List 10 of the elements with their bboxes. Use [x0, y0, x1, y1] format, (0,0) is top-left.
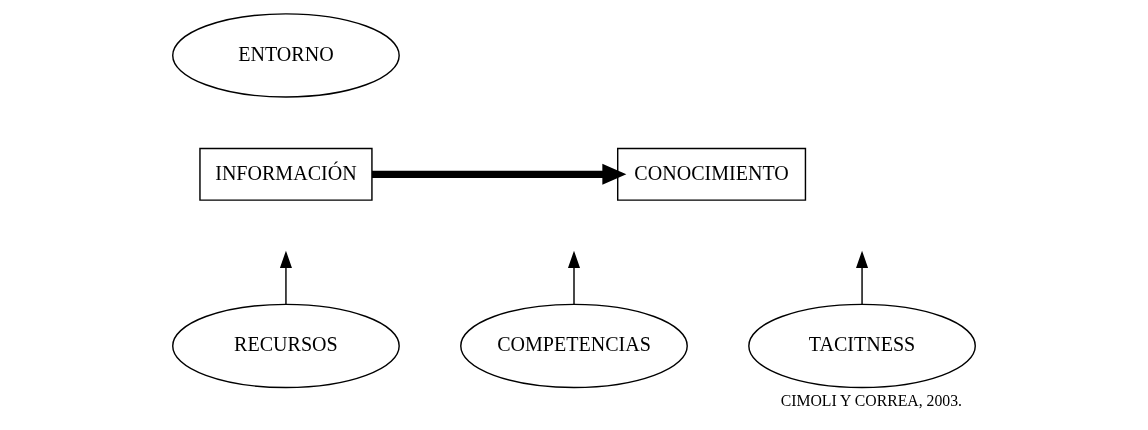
node-ellipse: TACITNESS [748, 303, 976, 389]
caption: CIMOLI Y CORREA, 2003. [780, 391, 963, 409]
arrow [279, 250, 292, 305]
node-ellipse: RECURSOS [172, 303, 400, 389]
node-ellipse: COMPETENCIAS [460, 303, 688, 389]
node-box: CONOCIMIENTO [617, 147, 807, 201]
node-ellipse: ENTORNO [172, 13, 400, 98]
node-box: INFORMACIÓN [199, 147, 373, 201]
arrow [567, 250, 581, 305]
arrow [856, 250, 869, 305]
